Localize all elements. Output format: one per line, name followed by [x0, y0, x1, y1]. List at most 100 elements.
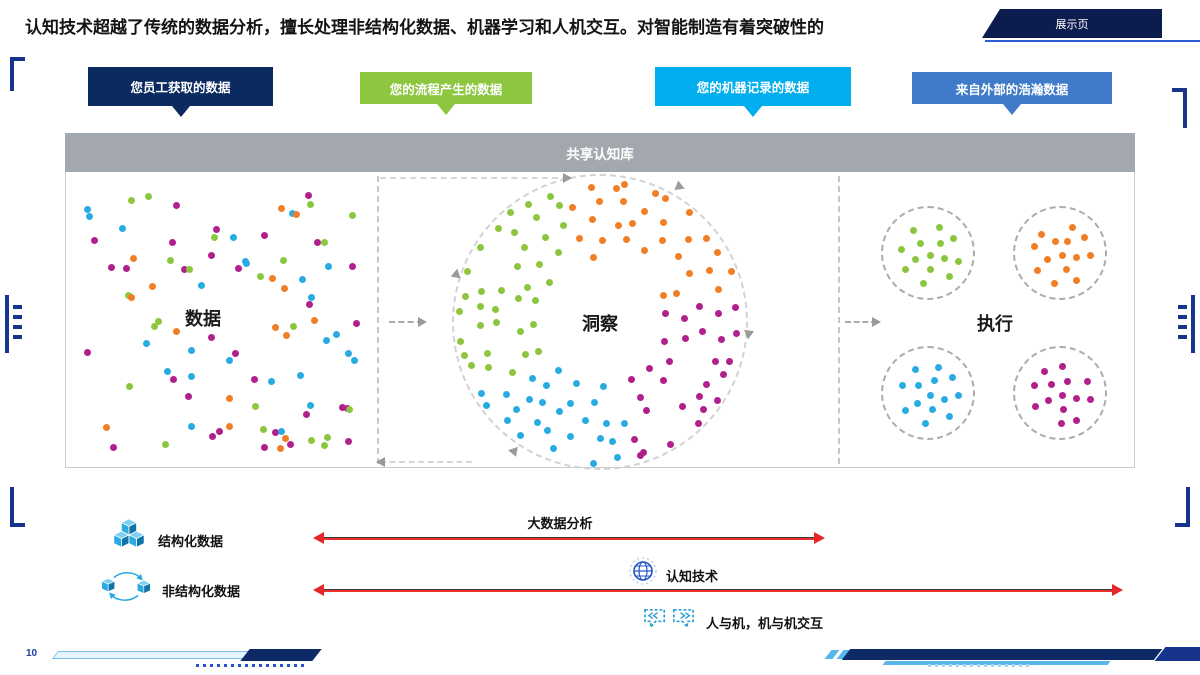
dot — [225, 422, 233, 430]
dot — [345, 350, 353, 358]
dot — [922, 420, 930, 428]
cubes-icon — [112, 517, 146, 556]
callout-arrow-icon — [744, 106, 762, 117]
dot — [702, 380, 710, 388]
dot — [187, 346, 195, 354]
corner-tab[interactable]: 展示页 — [982, 9, 1162, 38]
dot — [643, 407, 651, 415]
dot — [1081, 233, 1089, 241]
dot — [251, 403, 259, 410]
dot — [576, 234, 584, 242]
dot — [118, 224, 126, 232]
dot — [542, 233, 550, 241]
dot — [555, 367, 563, 375]
dot — [143, 340, 151, 347]
dot — [628, 220, 636, 228]
dot — [492, 319, 500, 327]
dot — [536, 261, 544, 269]
dot — [314, 239, 322, 247]
dot — [714, 396, 722, 404]
dot — [714, 310, 722, 318]
dot — [589, 253, 597, 261]
dot — [699, 406, 707, 414]
dot — [517, 431, 525, 439]
dot — [718, 336, 726, 344]
dot — [613, 454, 621, 462]
dot — [927, 266, 935, 274]
dot — [168, 239, 176, 247]
dot — [679, 403, 687, 411]
deco-bracket-right-top — [1172, 88, 1187, 128]
dot — [950, 234, 958, 242]
dot — [554, 249, 562, 257]
dashed-connector — [380, 173, 572, 183]
dot — [320, 442, 328, 450]
execution-cluster-green — [881, 206, 975, 300]
execution-section-label: 执行 — [977, 314, 1013, 334]
dot — [609, 438, 617, 446]
dot — [260, 425, 268, 433]
dot — [348, 262, 356, 270]
dot — [511, 228, 519, 236]
dot — [595, 198, 603, 206]
dot — [126, 383, 134, 391]
dashed-connector — [376, 457, 472, 467]
dot — [641, 246, 649, 254]
structured-data-label: 结构化数据 — [158, 534, 224, 549]
section-divider — [377, 176, 379, 464]
dot — [307, 402, 315, 410]
dot — [1044, 256, 1052, 264]
execution-cluster-magenta — [1013, 346, 1107, 440]
dot — [207, 333, 215, 341]
dot — [225, 394, 233, 402]
dot — [613, 184, 621, 192]
execution-cluster-orange — [1013, 206, 1107, 300]
dot — [163, 367, 171, 375]
dot — [566, 400, 574, 408]
cubes-cycle-icon — [98, 571, 154, 606]
corner-tab-underline — [985, 40, 1200, 42]
dot — [1058, 251, 1066, 259]
dot — [338, 403, 346, 411]
dot — [556, 408, 564, 416]
dot — [280, 256, 288, 264]
insight-dot-ring — [450, 172, 750, 472]
dot — [946, 412, 954, 420]
dot — [636, 394, 644, 402]
dot — [685, 269, 693, 277]
dot — [533, 419, 541, 427]
callout-label: 您员工获取的数据 — [130, 81, 231, 95]
dot — [901, 406, 909, 414]
dot — [506, 209, 514, 217]
dot — [1044, 396, 1052, 404]
deco-bracket-left-top — [10, 57, 25, 91]
dot — [325, 262, 333, 270]
dot — [623, 236, 631, 244]
deco-dashes-left-mid — [13, 305, 22, 345]
dot — [476, 244, 484, 252]
dot — [321, 239, 328, 247]
data-scatter-cloud — [78, 186, 364, 458]
dot — [954, 257, 962, 265]
section-divider — [838, 176, 840, 464]
dot — [658, 236, 666, 244]
dot — [672, 290, 680, 298]
dot — [234, 265, 242, 273]
dot — [308, 293, 315, 301]
dot — [899, 381, 907, 389]
dot — [926, 251, 934, 259]
callout-label: 您的流程产生的数据 — [389, 82, 503, 97]
dot — [1059, 362, 1067, 370]
dot — [1051, 238, 1059, 246]
dot — [546, 278, 554, 286]
dot — [83, 206, 91, 214]
dot — [529, 374, 537, 382]
dot — [161, 440, 169, 448]
dot — [646, 365, 654, 373]
dot — [1060, 406, 1068, 414]
dot — [681, 314, 689, 322]
dot — [170, 375, 178, 383]
dot — [272, 323, 280, 331]
dot — [128, 294, 136, 302]
